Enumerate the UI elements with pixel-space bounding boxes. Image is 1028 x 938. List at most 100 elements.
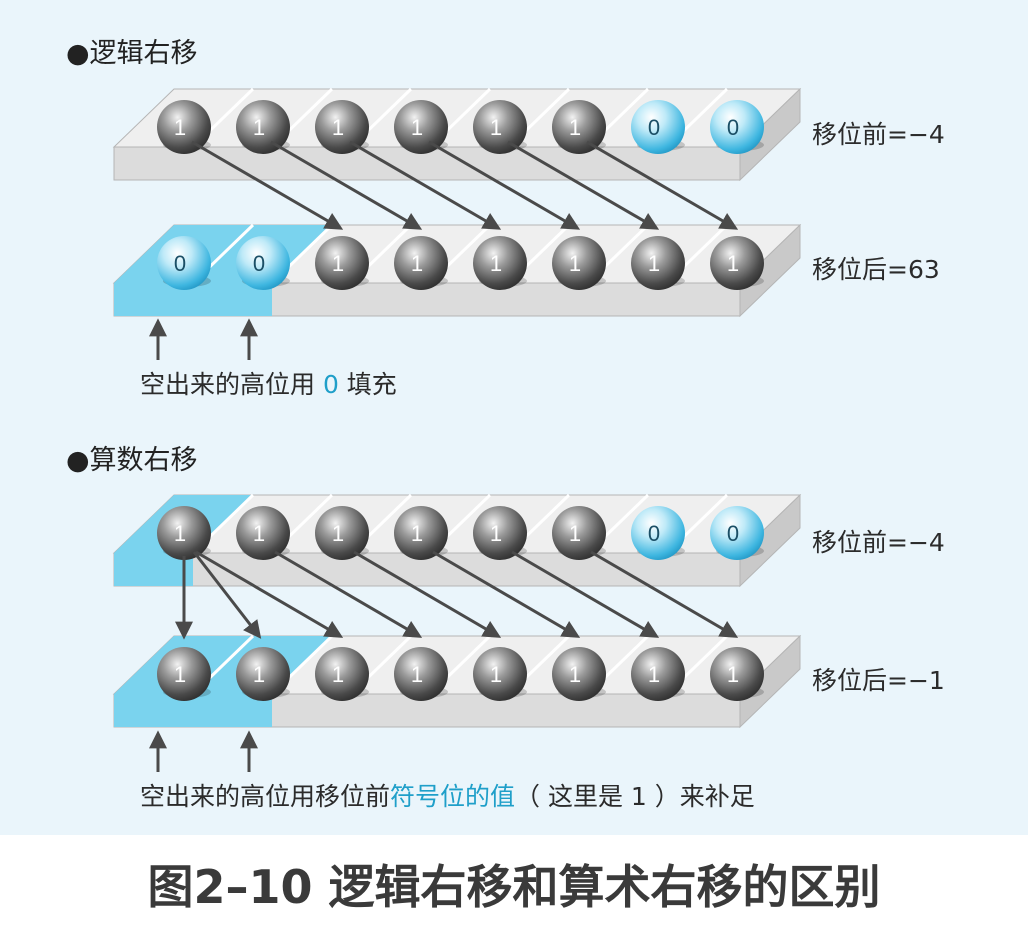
ball-zero [631,100,685,154]
arithmetic-note-suffix: （ 这里是 1 ）来补足 [515,782,755,811]
arithmetic-note-highlight: 符号位的值 [390,782,515,811]
shift-arrow [353,550,502,638]
ball-zero [710,506,764,560]
shift-arrow [192,551,262,639]
arithmetic-heading: ●算数右移 [66,445,198,476]
ball-one [552,236,606,290]
logical-before-tray: 1 1 1 1 1 1 0 0 [112,87,802,182]
ball-one [157,100,211,154]
shift-arrow [274,550,423,638]
bit-label: 1 [490,115,502,140]
ball-one [473,647,527,701]
ball-one [552,506,606,560]
ball-one [710,647,764,701]
bit-label: 1 [332,115,344,140]
bit-label: 1 [727,251,739,276]
bit-label: 0 [648,521,660,546]
arithmetic-shift-arrows [175,550,739,640]
ball-one [710,236,764,290]
logical-note-highlight: 0 [323,370,339,399]
bit-label: 1 [253,662,265,687]
ball-zero [710,100,764,154]
bit-label: 1 [411,251,423,276]
ball-one [236,506,290,560]
bit-label: 0 [648,115,660,140]
ball-one [473,506,527,560]
ball-one [394,647,448,701]
bit-label: 1 [253,521,265,546]
ball-one [394,506,448,560]
ball-zero [157,236,211,290]
shift-arrow [586,140,739,230]
bit-label: 1 [569,251,581,276]
bit-label: 1 [569,521,581,546]
bit-label: 1 [174,662,186,687]
shift-arrow [432,550,581,638]
tray-highlight-front [114,283,272,316]
ball-one [552,647,606,701]
logical-heading: ●逻辑右移 [66,38,198,69]
bit-label: 1 [490,521,502,546]
ball-one [315,506,369,560]
ball-one [631,647,685,701]
ball-one [315,236,369,290]
bit-label: 1 [490,662,502,687]
logical-note-suffix: 填充 [339,370,397,399]
logical-before-label: 移位前=−4 [812,120,945,149]
ball-one [394,100,448,154]
ball-one [315,100,369,154]
logical-note: 空出来的高位用 0 填充 [140,370,397,399]
bit-label: 1 [569,115,581,140]
ball-one [315,647,369,701]
ball-one [631,236,685,290]
bit-label: 1 [411,521,423,546]
bit-label: 1 [411,115,423,140]
logical-fill-arrows [149,318,258,360]
bit-label: 1 [569,662,581,687]
bit-label: 1 [332,521,344,546]
shift-arrow [270,140,423,230]
shift-arrow [511,550,660,638]
bit-label: 1 [174,521,186,546]
bit-label: 1 [332,662,344,687]
shift-arrow [590,550,739,638]
bit-label: 0 [727,521,739,546]
arithmetic-note: 空出来的高位用移位前符号位的值（ 这里是 1 ）来补足 [140,782,755,811]
ball-one [157,506,211,560]
logical-note-prefix: 空出来的高位用 [140,370,323,399]
bit-label: 1 [253,115,265,140]
ball-zero [236,236,290,290]
shift-arrow [428,140,581,230]
tray-highlight-front [114,694,272,727]
bit-label: 1 [490,251,502,276]
bit-label: 0 [174,251,186,276]
bit-label: 1 [332,251,344,276]
ball-one [236,100,290,154]
figure-caption: 图2–10 逻辑右移和算术右移的区别 [147,860,880,914]
bit-label: 1 [648,662,660,687]
ball-one [157,647,211,701]
arithmetic-after-tray: 1 1 1 1 1 1 1 1 [112,634,802,729]
ball-zero [631,506,685,560]
bit-label: 1 [727,662,739,687]
ball-one [473,236,527,290]
bit-label: 1 [411,662,423,687]
ball-one [552,100,606,154]
bit-label: 1 [648,251,660,276]
ball-one [236,647,290,701]
ball-one [473,100,527,154]
bit-label: 0 [727,115,739,140]
shift-arrow [349,140,502,230]
shift-arrow [195,550,344,638]
shift-arrow [191,140,344,230]
arithmetic-before-tray: 1 1 1 1 1 1 0 0 [112,493,802,588]
arithmetic-fill-arrows [149,730,258,772]
arithmetic-before-label: 移位前=−4 [812,528,945,557]
bit-label: 1 [174,115,186,140]
arithmetic-note-prefix: 空出来的高位用移位前 [140,782,390,811]
arithmetic-after-label: 移位后=−1 [812,666,945,695]
shift-arrow [507,140,660,230]
logical-shift-arrows [191,140,739,230]
